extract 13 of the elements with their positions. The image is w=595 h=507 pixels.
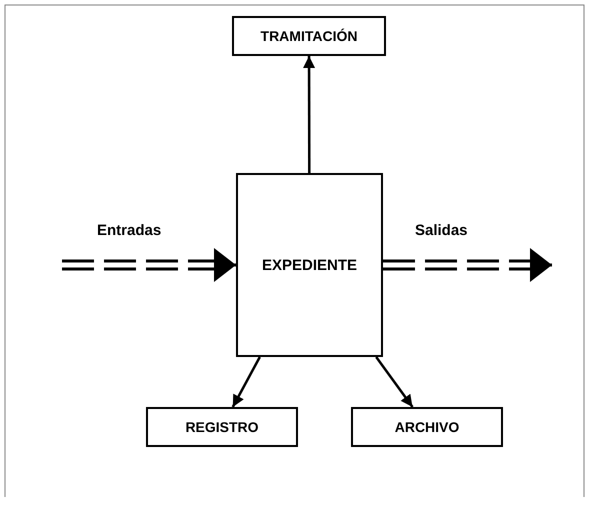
- process-box: [351, 407, 503, 447]
- arrow: [303, 56, 316, 173]
- box-label: EXPEDIENTE: [262, 256, 358, 274]
- process-box: [232, 16, 386, 56]
- box-label: REGISTRO: [185, 419, 259, 435]
- process-box: [236, 173, 383, 357]
- arrow: [382, 248, 554, 282]
- process-box: [146, 407, 298, 447]
- arrow: [232, 356, 261, 408]
- arrow: [375, 356, 414, 408]
- box-label: ARCHIVO: [394, 419, 460, 435]
- arrow: [60, 248, 238, 282]
- box-label: TRAMITACIÓN: [260, 28, 358, 44]
